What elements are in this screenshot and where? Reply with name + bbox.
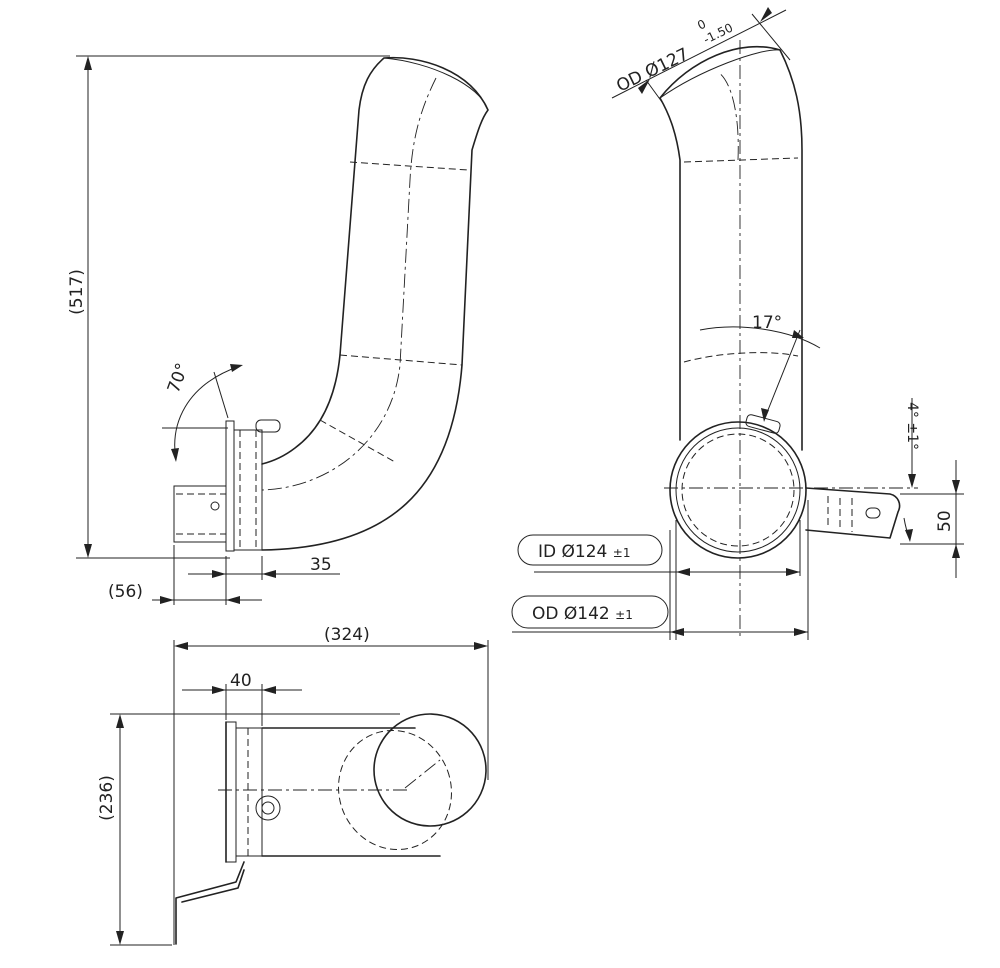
pipe-50-label: 50	[935, 510, 955, 532]
side-height-label: 517	[67, 276, 87, 308]
front-flange-outer	[669, 421, 807, 559]
width-236-label: 236	[97, 782, 117, 814]
id-callout-box	[517, 534, 663, 566]
od-bottom-prefix: OD	[532, 604, 558, 624]
od-top-tol-upper: 0	[695, 17, 708, 33]
top-sensor-boss	[255, 795, 281, 821]
flange-40-label: 40	[230, 671, 252, 691]
svg-text:OD Ø142 ±1: OD Ø142 ±1	[532, 604, 633, 624]
width-paren-open: (	[97, 814, 117, 821]
side-view: (517) 70° (56) 35	[67, 55, 489, 605]
front-pipe-outer	[659, 46, 803, 451]
flange-35-label: 35	[310, 555, 332, 575]
offset-paren-open: (	[108, 582, 115, 602]
angle-4-label: 4° ±1°	[904, 402, 920, 450]
side-pipe-top-opening	[383, 57, 489, 111]
side-outlet-stub	[173, 485, 227, 543]
id-value: 124	[575, 542, 607, 562]
od-top-tol-lower: -1.50	[701, 20, 735, 46]
front-view: OD Ø127 0 -1.50 17° 4° ±1° 50 ID	[511, 7, 964, 640]
od-bottom-tolerance: ±1	[615, 608, 633, 622]
od-bottom-value: 142	[577, 604, 609, 624]
angle-70-label: 70°	[164, 361, 193, 396]
offset-56-label: 56	[115, 582, 137, 602]
id-diameter-symbol: Ø	[562, 542, 575, 562]
length-paren-open: (	[324, 625, 331, 645]
svg-text:(236): (236)	[97, 775, 117, 821]
top-mount-bracket	[175, 861, 245, 945]
side-flange	[225, 420, 235, 552]
front-flange-inner	[675, 427, 801, 553]
front-side-outlet	[805, 487, 901, 539]
side-pipe-centerline	[261, 77, 437, 491]
svg-text:(324): (324)	[324, 625, 370, 645]
svg-text:(517): (517)	[67, 269, 87, 315]
offset-paren-close: )	[136, 582, 143, 602]
side-sensor-boss	[255, 419, 281, 433]
svg-text:ID Ø124 ±1: ID Ø124 ±1	[538, 542, 630, 562]
side-height-paren-close: )	[67, 269, 87, 276]
width-paren-close: )	[97, 775, 117, 782]
od-bottom-diameter-symbol: Ø	[564, 604, 577, 624]
length-324-label: 324	[331, 625, 363, 645]
top-outlet-opening	[373, 713, 487, 827]
id-prefix: ID	[538, 542, 556, 562]
angle-17-label: 17°	[752, 313, 782, 333]
od-callout-box	[511, 595, 669, 629]
side-height-paren-open: (	[67, 308, 87, 315]
length-paren-close: )	[363, 625, 370, 645]
id-tolerance: ±1	[613, 546, 631, 560]
svg-text:(56): (56)	[108, 582, 143, 602]
top-pipe-outline	[225, 721, 441, 863]
side-pipe-outer	[261, 56, 489, 551]
top-view: (324) 40 (236)	[97, 625, 489, 946]
